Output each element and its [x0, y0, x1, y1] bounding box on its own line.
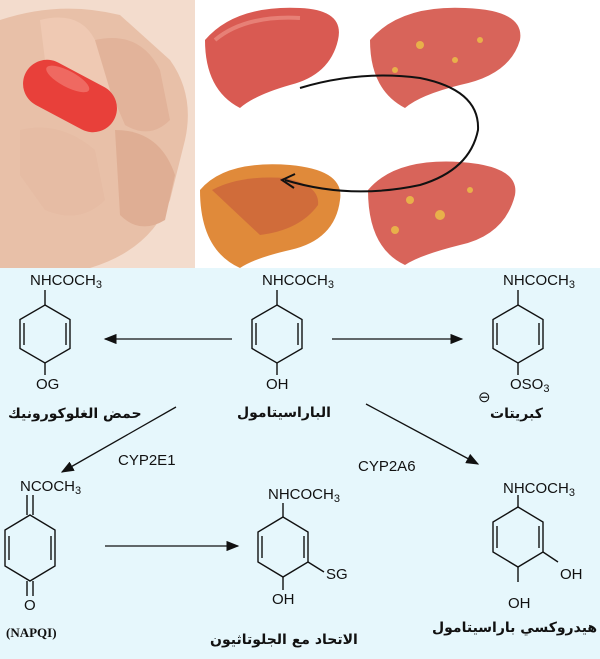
glutathione-conjugate-structure: [257, 503, 325, 590]
napqi-label: (NAPQI): [6, 625, 57, 640]
sulfate-nhcoch3-label: NHCOCH3: [503, 272, 575, 291]
cyp2e1-label: CYP2E1: [118, 452, 176, 469]
pill-icon: [23, 59, 117, 133]
pathway-diagram-background: [0, 268, 600, 659]
paracetamol-structure: [251, 290, 303, 375]
sg-label: SG: [326, 566, 348, 583]
liver-early-damage-icon: [370, 7, 521, 109]
cyp2a6-label: CYP2A6: [358, 458, 416, 475]
napqi-structure: [4, 495, 56, 596]
hydroxy-paracetamol-label: 3- هيدروكسي باراسيتامول: [432, 620, 600, 636]
glucuronide-structure: [19, 290, 71, 375]
glutathione-nhcoch3-label: NHCOCH3: [268, 486, 340, 505]
minus-charge-label: ⊖: [478, 389, 491, 406]
liver-severe-damage-icon: [200, 164, 341, 268]
og-label: OG: [36, 376, 60, 393]
cycle-arrow-icon: [279, 74, 480, 193]
hydroxy-oh-bottom-label: OH: [508, 595, 531, 612]
liver-healthy-icon: [205, 7, 339, 109]
arrow-cyp2e1: [60, 406, 177, 473]
paracetamol-label: الباراسيتامول: [237, 405, 331, 421]
paracetamol-nhcoch3-label: NHCOCH3: [262, 272, 334, 291]
napqi-o-label: O: [24, 597, 36, 614]
oso3-label: OSO3: [510, 376, 550, 395]
sulfate-structure: [492, 290, 544, 375]
glucuronic-acid-label: حمض الغلوكورونيك: [8, 406, 142, 422]
glucuronide-nhcoch3-label: NHCOCH3: [30, 272, 102, 291]
top-illustration: [0, 0, 600, 268]
sulfate-label: كبريتات: [490, 406, 543, 422]
hydroxy-paracetamol-structure: [492, 495, 559, 582]
paracetamol-oh-label: OH: [266, 376, 289, 393]
hydroxy-nhcoch3-label: NHCOCH3: [503, 480, 575, 499]
arrow-cyp2a6: [365, 403, 480, 465]
napqi-ncoch3-label: NCOCH3: [20, 478, 82, 497]
glutathione-oh-label: OH: [272, 591, 295, 608]
glutathione-conjugation-label: الاتحاد مع الجلوتاثيون: [210, 632, 358, 648]
hydroxy-oh-right-label: OH: [560, 566, 583, 583]
